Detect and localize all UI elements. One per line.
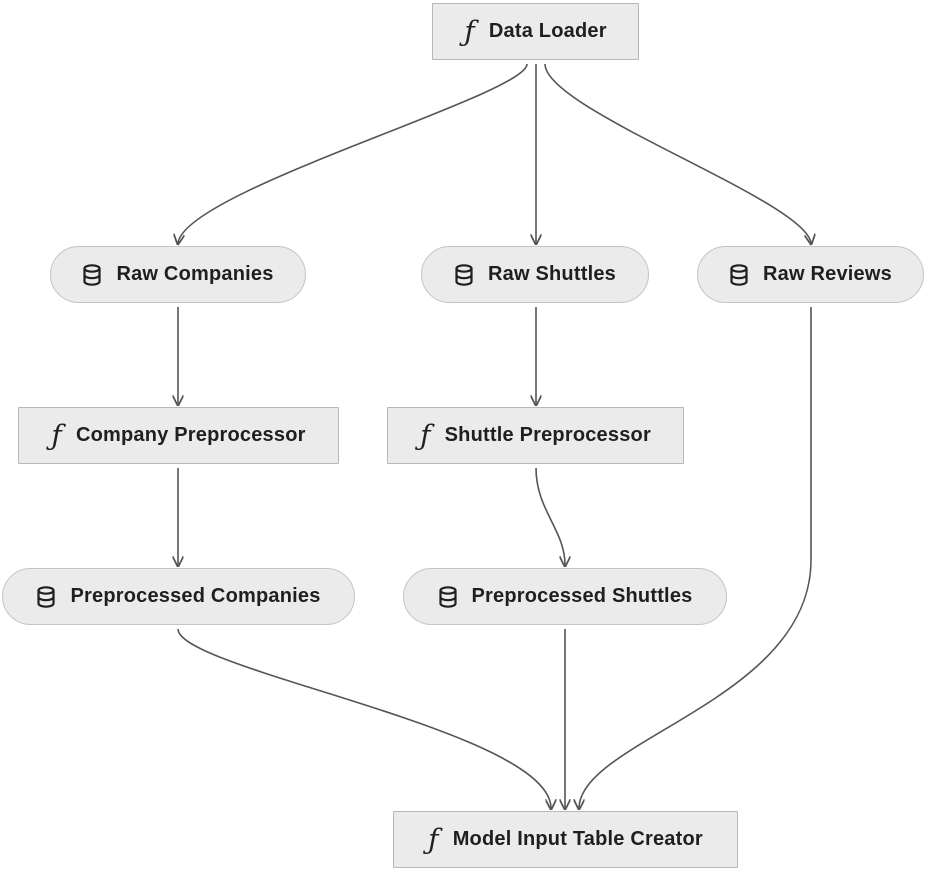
node-label: Raw Reviews <box>763 263 892 285</box>
node-shuttle-preprocessor[interactable]: ƒ Shuttle Preprocessor <box>387 407 684 464</box>
node-label: Raw Companies <box>116 263 274 285</box>
node-label: Preprocessed Companies <box>70 585 321 607</box>
node-raw-reviews[interactable]: Raw Reviews <box>697 246 924 303</box>
database-icon <box>454 263 474 286</box>
database-icon <box>36 585 56 608</box>
node-raw-companies[interactable]: Raw Companies <box>50 246 306 303</box>
database-icon <box>82 263 102 286</box>
node-data-loader[interactable]: ƒ Data Loader <box>432 3 639 60</box>
edge-data-loader-to-raw-companies <box>178 63 528 243</box>
node-label: Company Preprocessor <box>75 424 306 446</box>
function-icon: ƒ <box>428 822 439 856</box>
function-icon: ƒ <box>464 14 475 48</box>
node-preprocessed-shuttles[interactable]: Preprocessed Shuttles <box>403 568 727 625</box>
node-raw-shuttles[interactable]: Raw Shuttles <box>421 246 649 303</box>
function-icon: ƒ <box>420 418 431 452</box>
edge-preprocessed-companies-to-model-input <box>177 628 551 808</box>
edge-raw-reviews-to-model-input <box>579 307 812 808</box>
node-label: Raw Shuttles <box>488 263 616 285</box>
node-label: Model Input Table Creator <box>452 828 703 850</box>
node-label: Shuttle Preprocessor <box>444 424 651 446</box>
database-icon <box>729 263 749 286</box>
edge-shuttle-preprocessor-to-preprocessed-shuttles <box>535 467 565 565</box>
node-preprocessed-companies[interactable]: Preprocessed Companies <box>2 568 355 625</box>
database-icon <box>438 585 458 608</box>
node-company-preprocessor[interactable]: ƒ Company Preprocessor <box>18 407 339 464</box>
node-model-input-table-creator[interactable]: ƒ Model Input Table Creator <box>393 811 738 868</box>
node-label: Data Loader <box>488 20 607 42</box>
node-label: Preprocessed Shuttles <box>471 585 693 607</box>
edge-data-loader-to-raw-reviews <box>544 63 811 243</box>
function-icon: ƒ <box>51 418 62 452</box>
